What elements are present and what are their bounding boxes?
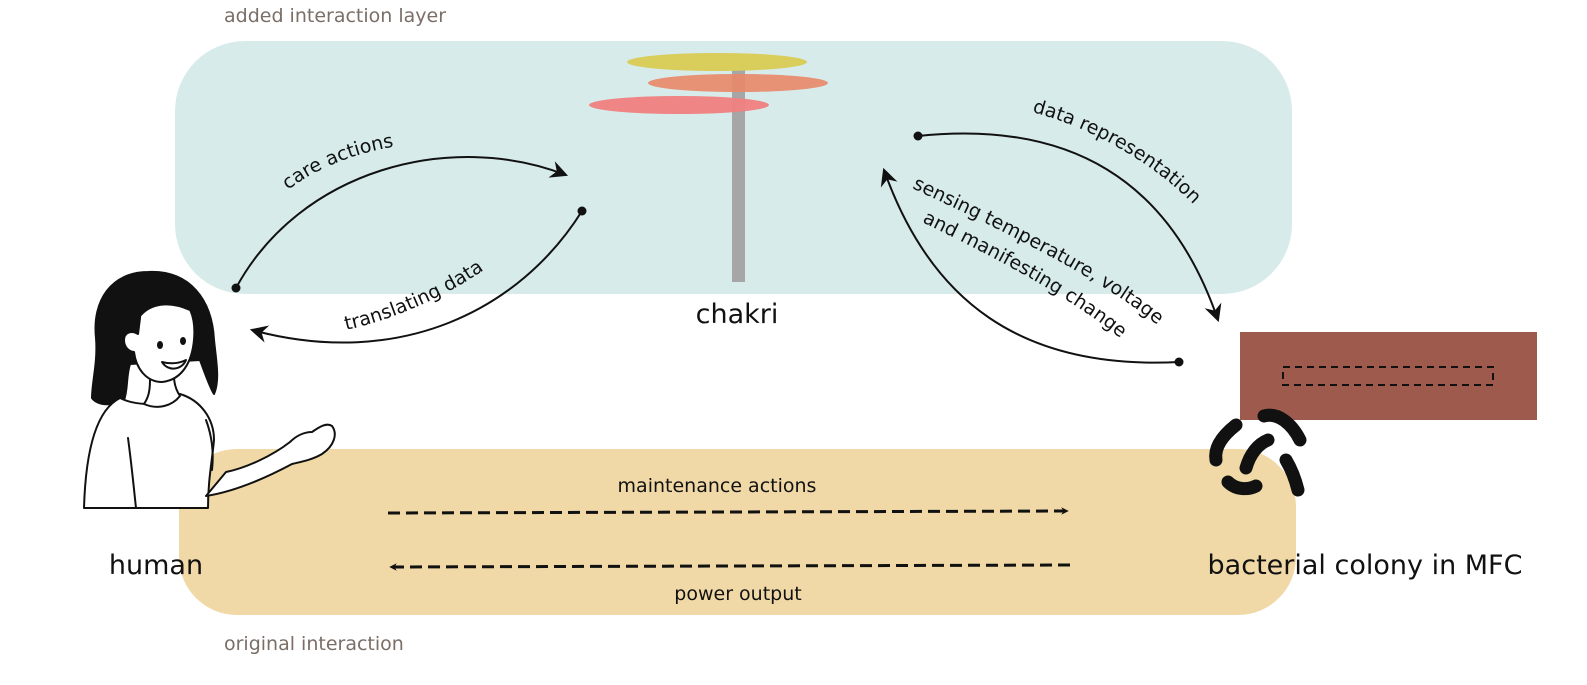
human-arm [205,423,336,497]
power-output-label: power output [674,583,801,605]
added-interaction-layer-label: added interaction layer [224,5,446,27]
sensing-arrow [880,167,1184,367]
mfc-box [1240,332,1537,420]
chakri-label: chakri [696,299,779,330]
chakri-stem [732,68,745,282]
human-torso [83,393,215,509]
human-label: human [109,550,203,581]
human-illustration [83,270,336,509]
maintenance-actions-label: maintenance actions [618,475,817,497]
chakri-disc-middle [648,74,828,92]
mfc-unit [1240,332,1537,420]
maintenance-actions-arrow [387,507,1069,515]
chakri-device [589,53,828,282]
chakri-disc-bottom [589,96,769,114]
power-output-arrow [389,563,1071,571]
mfc-electrode [1282,366,1494,386]
translating-data-arrow [249,206,587,344]
original-interaction-layer-box [179,449,1296,615]
original-interaction-label: original interaction [224,633,404,655]
colony-label: bacterial colony in MFC [1208,550,1523,581]
bacteria-icon [1209,408,1307,497]
chakri-disc-top [627,53,807,71]
